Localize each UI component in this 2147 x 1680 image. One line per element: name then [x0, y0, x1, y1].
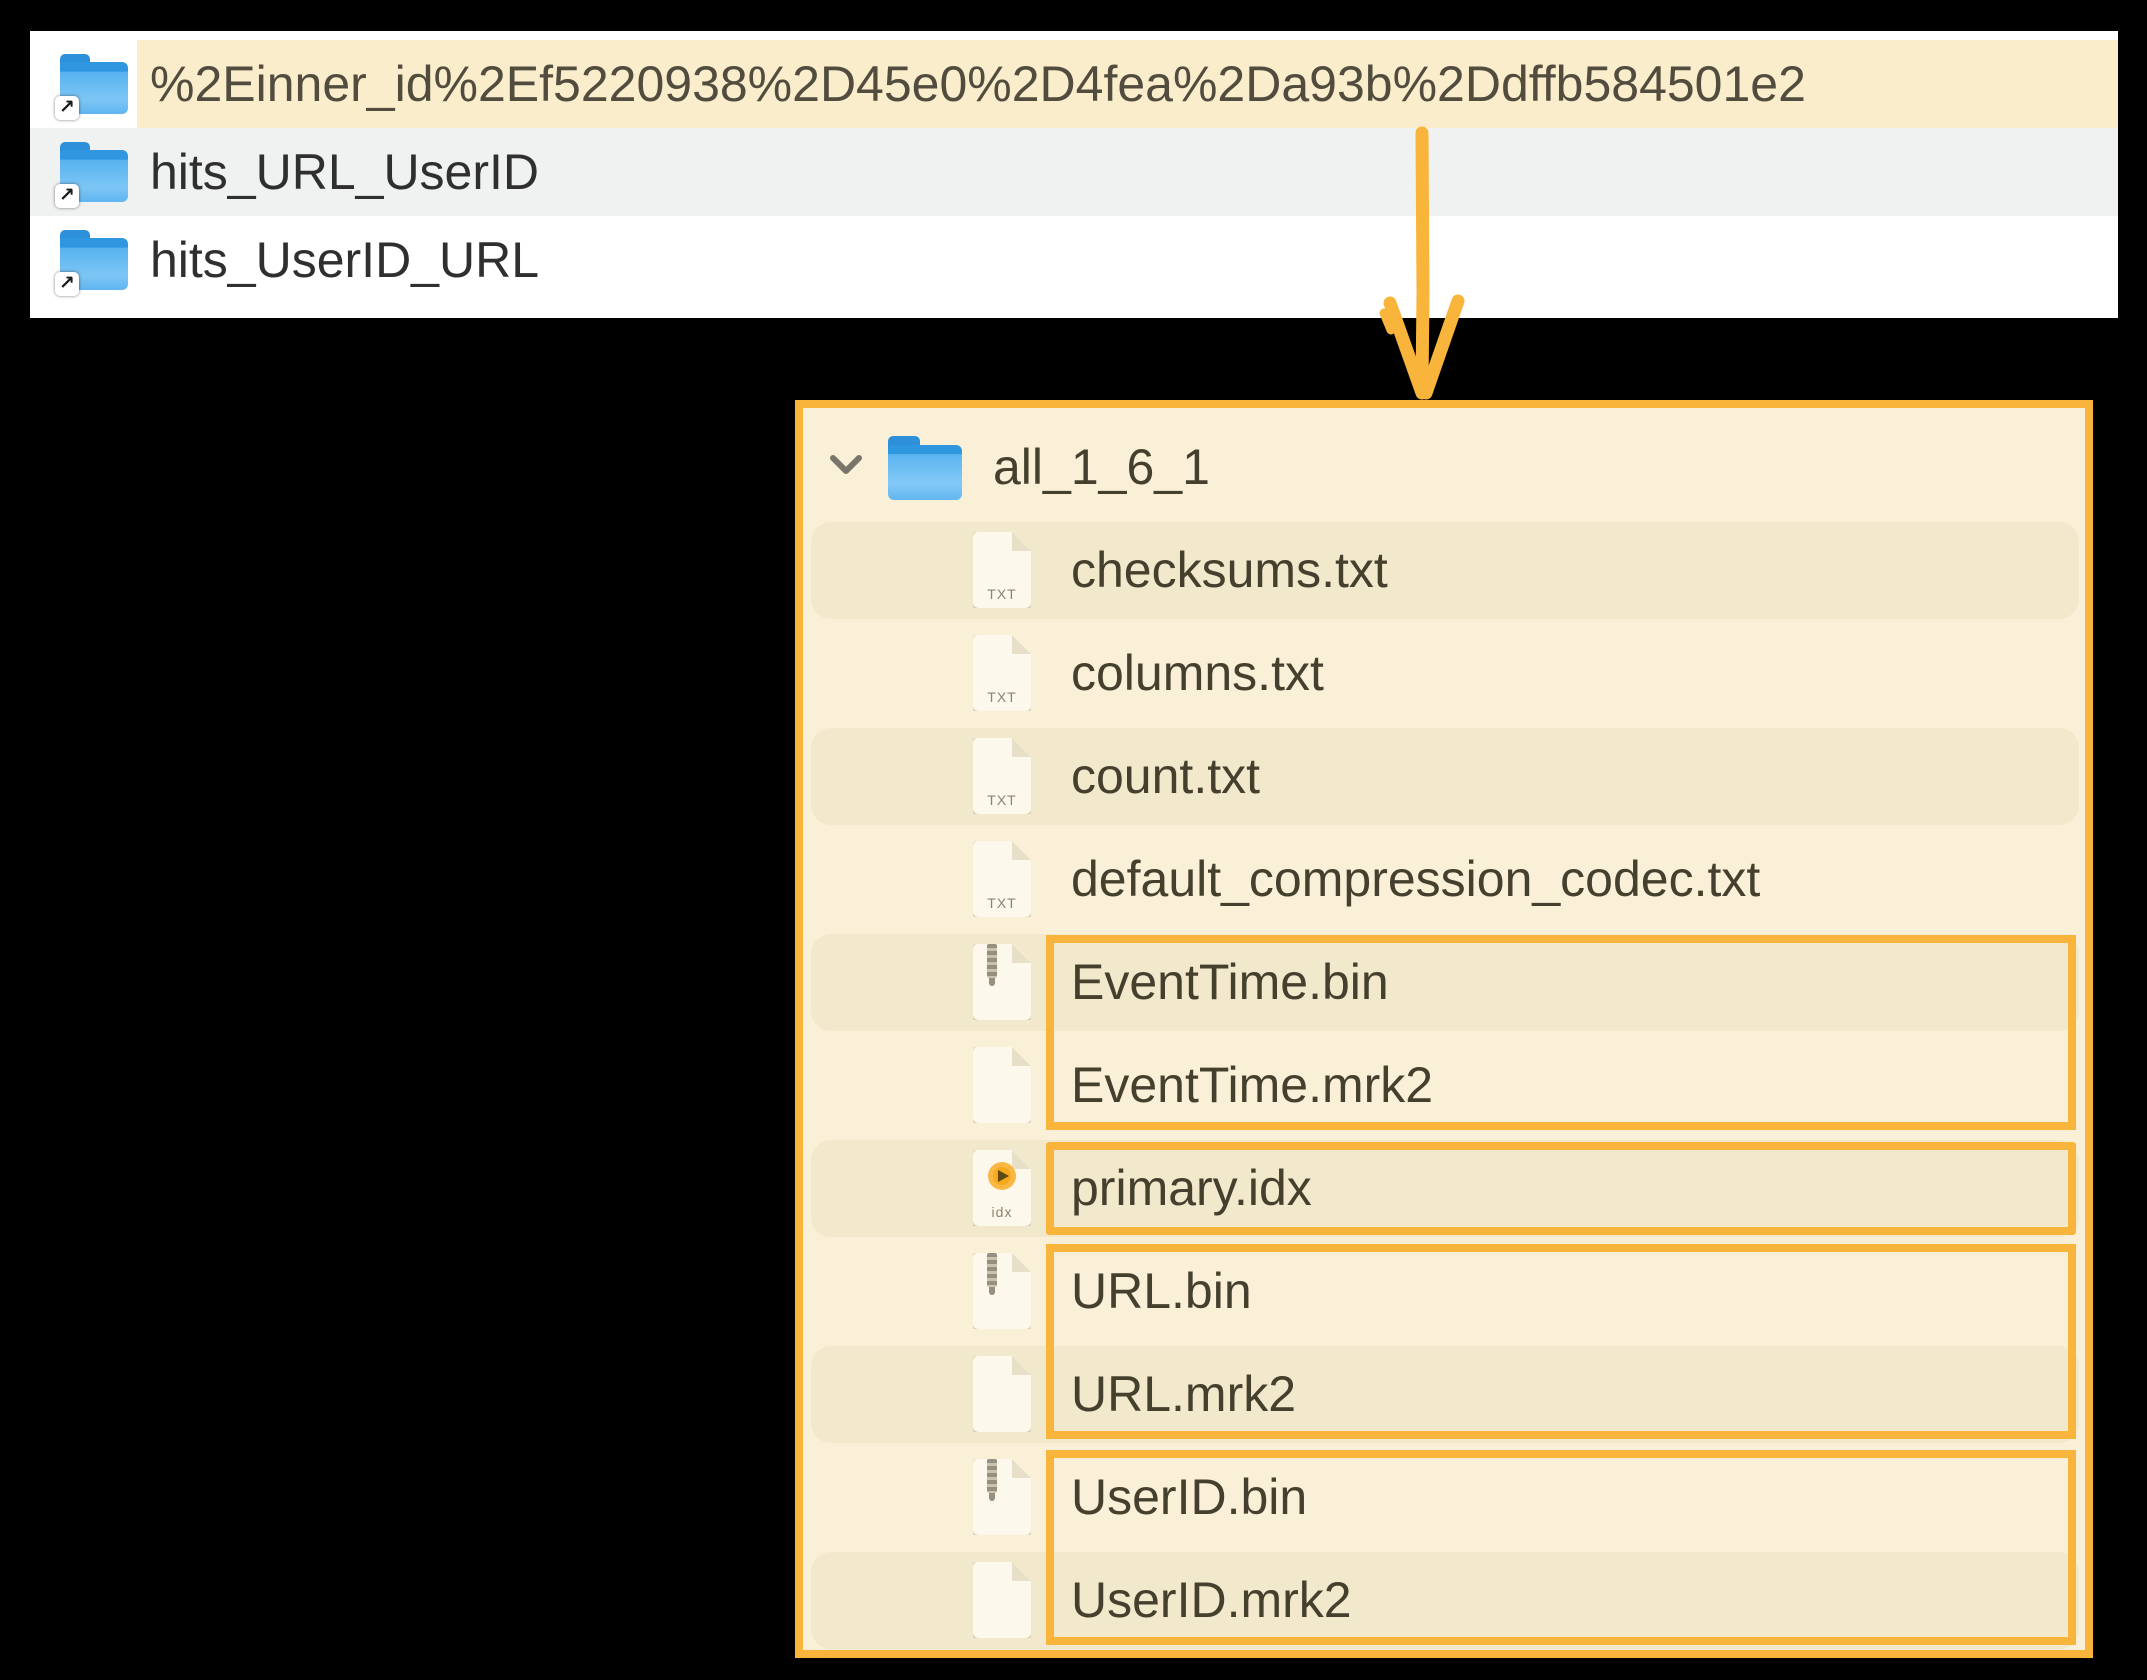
finder-row[interactable]: ↗ %2Einner_id%2Ef5220938%2D45e0%2D4fea%2…	[30, 40, 2118, 128]
file-name-label: EventTime.mrk2	[1071, 1057, 1434, 1113]
bin-file-icon	[973, 944, 1031, 1020]
folder-alias-icon: ↗	[55, 54, 128, 120]
document-icon	[973, 1356, 1031, 1432]
finder-row[interactable]: ↗ hits_UserID_URL	[30, 216, 2118, 304]
part-contents-panel: all_1_6_1 TXT checksums.txt TXT columns.…	[795, 400, 2093, 1658]
tree-file-row[interactable]: idx primary.idx	[803, 1137, 2085, 1240]
folder-name-label: hits_UserID_URL	[150, 232, 540, 288]
zipper-glyph	[987, 944, 997, 978]
root-folder-label: all_1_6_1	[993, 439, 1210, 495]
txt-file-icon: TXT	[973, 532, 1031, 608]
finder-row[interactable]: ↗ hits_URL_UserID	[30, 128, 2118, 216]
document-icon	[973, 1047, 1031, 1123]
tree-file-row[interactable]: URL.bin	[803, 1240, 2085, 1343]
txt-badge: TXT	[987, 689, 1017, 705]
folder-icon	[888, 436, 962, 500]
bin-file-icon	[973, 1459, 1031, 1535]
tree-file-list: TXT checksums.txt TXT columns.txt TXT co…	[803, 519, 2085, 1652]
txt-file-icon: TXT	[973, 635, 1031, 711]
file-name-label: columns.txt	[1071, 645, 1324, 701]
txt-file-icon: TXT	[973, 738, 1031, 814]
tree-file-row[interactable]: EventTime.mrk2	[803, 1034, 2085, 1137]
tree-file-row[interactable]: TXT checksums.txt	[803, 519, 2085, 622]
tree-file-row[interactable]: EventTime.bin	[803, 931, 2085, 1034]
file-name-label: count.txt	[1071, 748, 1260, 804]
txt-badge: TXT	[987, 895, 1017, 911]
folder-name-label: hits_URL_UserID	[150, 144, 540, 200]
zipper-glyph	[987, 1459, 997, 1493]
tree-file-row[interactable]: TXT count.txt	[803, 725, 2085, 828]
txt-badge: TXT	[987, 586, 1017, 602]
file-name-label: URL.mrk2	[1071, 1366, 1297, 1422]
tree-file-row[interactable]: UserID.bin	[803, 1446, 2085, 1549]
tree-file-row[interactable]: UserID.mrk2	[803, 1549, 2085, 1652]
file-name-label: primary.idx	[1071, 1160, 1312, 1216]
disc-play-glyph	[988, 1162, 1016, 1190]
alias-arrow-badge: ↗	[55, 96, 79, 120]
tree-file-row[interactable]: TXT columns.txt	[803, 622, 2085, 725]
zipper-glyph	[987, 1253, 997, 1287]
folder-name-label: %2Einner_id%2Ef5220938%2D45e0%2D4fea%2Da…	[150, 56, 1806, 112]
alias-arrow-badge: ↗	[55, 184, 79, 208]
idx-badge: idx	[991, 1204, 1013, 1220]
idx-file-icon: idx	[973, 1150, 1031, 1226]
folder-alias-icon: ↗	[55, 142, 128, 208]
bin-file-icon	[973, 1253, 1031, 1329]
file-name-label: EventTime.bin	[1071, 954, 1389, 1010]
file-name-label: URL.bin	[1071, 1263, 1252, 1319]
file-name-label: checksums.txt	[1071, 542, 1388, 598]
txt-file-icon: TXT	[973, 841, 1031, 917]
finder-list-panel: ↗ %2Einner_id%2Ef5220938%2D45e0%2D4fea%2…	[30, 31, 2118, 318]
row-highlight	[137, 40, 2118, 128]
document-icon	[973, 1562, 1031, 1638]
chevron-down-icon[interactable]	[829, 454, 863, 476]
txt-badge: TXT	[987, 792, 1017, 808]
folder-alias-icon: ↗	[55, 230, 128, 296]
file-name-label: default_compression_codec.txt	[1071, 851, 1761, 907]
alias-arrow-badge: ↗	[55, 272, 79, 296]
tree-file-row[interactable]: TXT default_compression_codec.txt	[803, 828, 2085, 931]
tree-root-row[interactable]: all_1_6_1	[803, 416, 2085, 519]
file-name-label: UserID.bin	[1071, 1469, 1308, 1525]
tree-file-row[interactable]: URL.mrk2	[803, 1343, 2085, 1446]
file-name-label: UserID.mrk2	[1071, 1572, 1352, 1628]
